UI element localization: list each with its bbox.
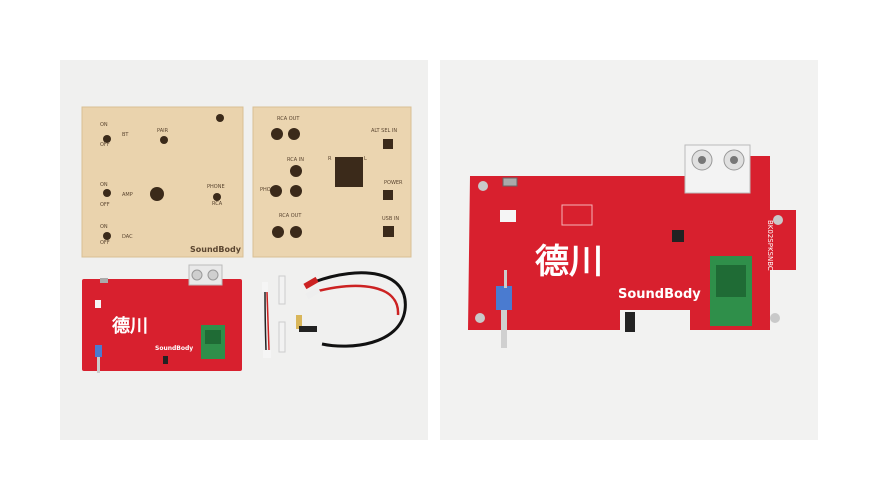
right-photo: 德川 SoundBody BK02SPKSNBC (440, 60, 818, 440)
label-usb-in: USB IN (382, 216, 399, 222)
standoffs (278, 275, 286, 353)
pcb-small-calligraphy: 德川 (112, 315, 148, 337)
label-bt: BT (122, 132, 129, 138)
pcb-large-model: BK02SPKSNBC (766, 220, 774, 271)
left-photo: ON OFF BT PAIR ON OFF AMP PHONE RCA ON O… (60, 60, 428, 440)
label-amp: AMP (122, 192, 133, 198)
wood-panel-left: ON OFF BT PAIR ON OFF AMP PHONE RCA ON O… (81, 106, 244, 258)
rca-cable (296, 271, 407, 348)
label-off-1: OFF (100, 142, 110, 148)
label-off-2: OFF (100, 202, 110, 208)
label-r: R (328, 156, 332, 162)
label-rca-out-1: RCA OUT (277, 116, 300, 122)
label-power: POWER (384, 180, 403, 186)
wood-panel-right: RCA OUT ALT SEL IN RCA IN R L PHONE POWE… (252, 106, 412, 258)
pcb-small-brand: SoundBody (155, 345, 193, 352)
label-on-2: ON (100, 182, 108, 188)
label-rca: RCA (212, 201, 223, 207)
jumper-wire (262, 282, 271, 358)
right-photo-illustration: 德川 SoundBody BK02SPKSNBC (468, 144, 796, 348)
pcb-small: 德川 SoundBody (82, 264, 242, 373)
pcb-large: 德川 SoundBody BK02SPKSNBC (468, 144, 796, 348)
label-l: L (364, 156, 367, 162)
label-on-3: ON (100, 224, 108, 230)
label-rca-in: RCA IN (287, 157, 304, 163)
pcb-large-calligraphy: 德川 (535, 242, 603, 282)
label-phone: PHONE (207, 184, 225, 190)
label-dac: DAC (122, 234, 133, 240)
pcb-large-brand: SoundBody (618, 287, 701, 302)
left-photo-illustration: ON OFF BT PAIR ON OFF AMP PHONE RCA ON O… (81, 106, 412, 373)
label-pair: PAIR (157, 128, 169, 134)
label-on-1: ON (100, 122, 108, 128)
label-off-3: OFF (100, 240, 110, 246)
wood-brand-text: SoundBody (190, 245, 242, 254)
label-alt-sel-in: ALT SEL IN (371, 128, 397, 134)
label-phone-right: PHONE (260, 187, 278, 193)
label-rca-out-2: RCA OUT (279, 213, 302, 219)
